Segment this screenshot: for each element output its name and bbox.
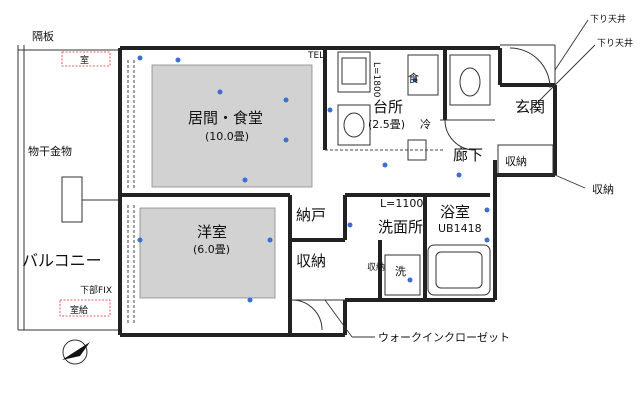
outlet-markers [137,55,490,303]
western-room-label: 洋室 [197,223,227,241]
storage-label-3: 収納 [505,155,527,168]
lower-fix-label: 下部FIX [80,284,112,296]
living-dining-floor [151,64,313,188]
washer-pan [384,254,421,296]
lowered-ceiling-label-1: 下り天井 [590,13,626,25]
kitchen-size-label: (2.5畳) [368,118,405,131]
drying-post [61,176,83,223]
unit-bath-label: UB1418 [438,222,482,235]
leader-lines [324,19,596,338]
room-top-left-label: 室 [80,54,89,66]
drying-hardware-label: 物干金物 [28,144,72,158]
balcony-area [17,45,120,331]
entrance-fixtures [440,119,554,176]
storage-closet-label: 納戸 [296,206,326,224]
stove [337,51,371,93]
room-marker-box [61,51,111,67]
bathroom-label: 浴室 [440,203,470,221]
dim-1800-label: L=1800 [371,62,381,98]
partition-label: 隔板 [32,29,54,43]
living-size-label: (10.0畳) [205,130,249,143]
western-size-label: (6.0畳) [193,243,230,256]
storage-right-label: 収納 [592,183,614,196]
bath-fixtures [384,244,491,296]
interior-walls [120,48,490,335]
storage-label-2: 収納 [367,261,385,273]
north-arrow-icon [62,339,90,365]
lowered-ceiling-label-2: 下り天井 [597,37,633,49]
balcony-label: バルコニー [22,251,102,270]
windows [127,60,135,325]
entrance-label: 玄関 [515,98,545,116]
tel-label: TEL [307,51,324,61]
washer-label: 洗 [395,265,406,278]
outdoor-unit-label: 室給 [70,304,88,316]
hallway-label: 廊下 [453,146,483,164]
outer-walls [118,44,557,337]
western-room-floor [139,207,276,299]
washroom-label: 洗面所 [378,218,423,236]
dim-1100-label: L=1100 [380,197,423,210]
closet-door-arc [291,299,323,331]
walk-in-closet-label: ウォークインクローゼット [378,331,510,344]
food-label: 食 [408,71,419,85]
kitchen-label: 台所 [373,98,403,116]
living-dining-label: 居間・食堂 [188,109,263,127]
storage-label-1: 収納 [296,252,326,270]
kitchen-sink [337,104,371,146]
fridge-label: 冷 [420,118,431,131]
outdoor-unit-box [59,299,111,317]
toilet [449,54,491,106]
pantry [407,54,439,96]
kitchen-fixtures [325,51,445,161]
